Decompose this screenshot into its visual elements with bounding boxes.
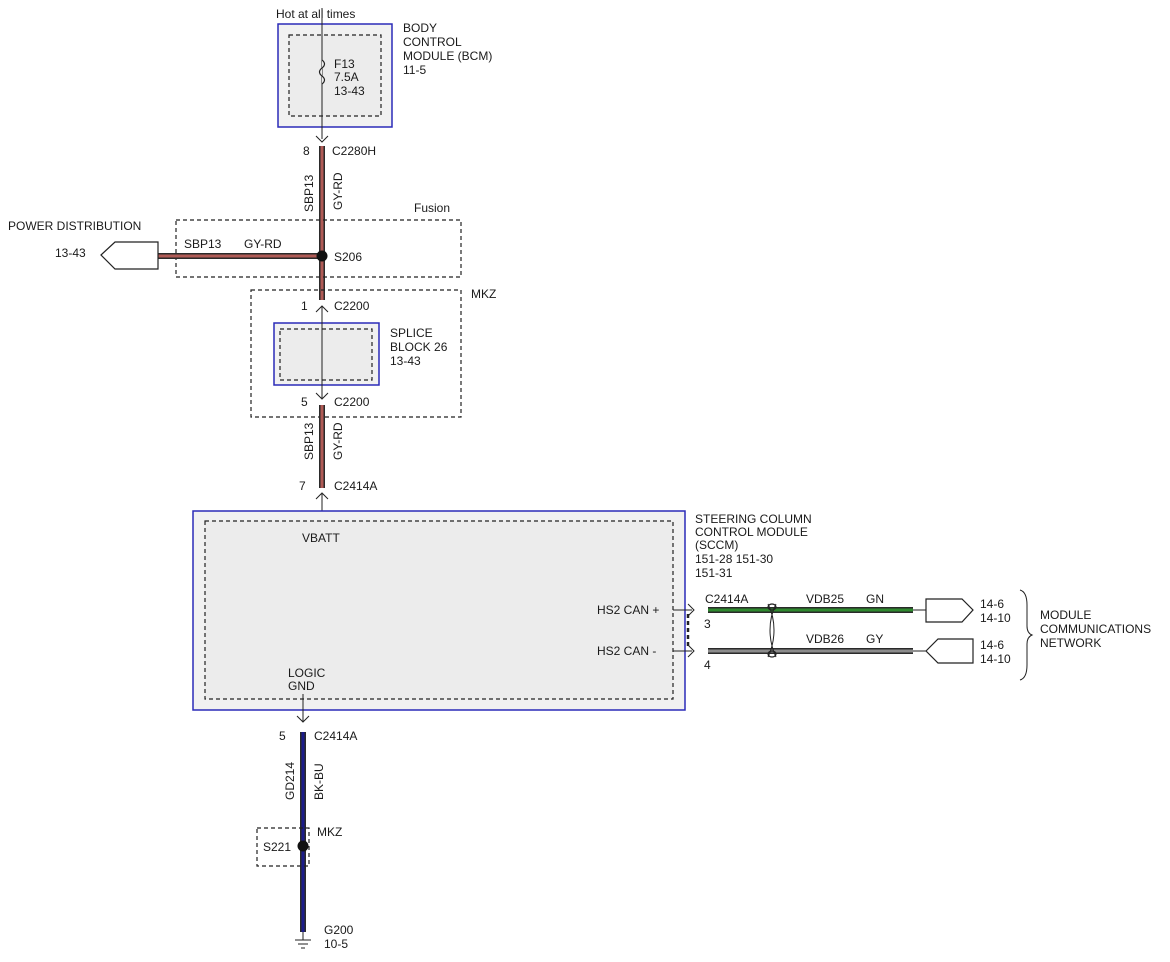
fuse-rating: 7.5A (334, 70, 359, 84)
bcm-title-line2: CONTROL (403, 35, 462, 49)
ground-ref: 10-5 (324, 937, 348, 951)
connector-chevron-can-minus (687, 644, 695, 658)
c2200-label-bottom: C2200 (334, 395, 370, 409)
network-top-ref2: 14-10 (980, 611, 1011, 625)
mkz-label-upper: MKZ (471, 287, 496, 301)
power-distribution-connector (100, 241, 159, 270)
fusion-label: Fusion (414, 201, 450, 215)
network-title-line3: NETWORK (1040, 636, 1101, 650)
sbp13-circuit-horizontal: SBP13 (184, 237, 222, 251)
network-bottom-ref1: 14-6 (980, 638, 1004, 652)
gd214-circuit: GD214 (283, 762, 297, 800)
ground-icon (295, 932, 311, 949)
vdb25-circuit: VDB25 (806, 592, 844, 606)
bcm-page-ref: 11-5 (403, 63, 426, 77)
c2200-label-top: C2200 (334, 299, 370, 313)
sccm-title-line3: (SCCM) (695, 538, 738, 552)
vdb26-color: GY (866, 632, 883, 646)
bcm-title-line3: MODULE (BCM) (403, 49, 492, 63)
connector-chevron-c2200-bottom (315, 392, 329, 400)
connector-chevron-c2414a-vbatt (315, 492, 329, 500)
c2414a-pin-canp: 3 (704, 617, 711, 631)
c2414a-pin-vbatt: 7 (299, 479, 306, 493)
sccm-title-line2: CONTROL MODULE (695, 525, 808, 539)
sbp13-circuit-upper: SBP13 (302, 174, 316, 212)
hot-at-all-times-label: Hot at all times (276, 7, 355, 21)
sccm-hs2-can-minus: HS2 CAN - (597, 644, 656, 658)
c2200-pin-bottom: 5 (301, 395, 308, 409)
c2414a-pin-gnd: 5 (279, 729, 286, 743)
sccm-inner-box (204, 520, 674, 700)
sccm-logic-line2: GND (288, 679, 315, 693)
c2414a-label-can: C2414A (705, 592, 748, 606)
network-title-line2: COMMUNICATIONS (1040, 622, 1151, 636)
sbp13-color-horizontal: GY-RD (244, 237, 282, 251)
c2414a-pin-canm: 4 (704, 658, 711, 672)
sccm-vbatt-label: VBATT (302, 531, 340, 545)
bcm-title-line1: BODY (403, 21, 437, 35)
power-distribution-title: POWER DISTRIBUTION (8, 219, 141, 233)
splice-s206-label: S206 (334, 250, 362, 264)
mkz-ground-option-box (256, 827, 310, 867)
twisted-pair-icon (767, 603, 777, 658)
sccm-hs2-can-plus: HS2 CAN + (597, 603, 659, 617)
ground-name: G200 (324, 923, 354, 937)
c2414a-label-gnd: C2414A (314, 729, 357, 743)
network-connector-bottom (925, 638, 974, 664)
connector-chevron-c2414a-gnd (296, 715, 310, 723)
fusion-option-box (175, 219, 462, 278)
c2280h-label: C2280H (332, 144, 376, 158)
bcm-module: Hot at all times F13 7.5A 13-43 BODY CON… (276, 7, 492, 139)
mkz-label-lower: MKZ (317, 825, 342, 839)
network-bottom-ref2: 14-10 (980, 652, 1011, 666)
network-top-ref1: 14-6 (980, 597, 1004, 611)
mkz-option-box (250, 289, 462, 418)
connector-chevron-c2280h (315, 135, 329, 143)
fuse-icon (318, 59, 326, 85)
vdb26-circuit: VDB26 (806, 632, 844, 646)
splice-dot-s206 (316, 250, 328, 262)
splice-block-ref: 13-43 (390, 354, 421, 368)
c2200-pin-top: 1 (301, 299, 308, 313)
sbp13-color-lower: GY-RD (331, 422, 345, 460)
sccm-refs-line2: 151-31 (695, 566, 733, 580)
splice-block-26-inner (279, 328, 373, 381)
sbp13-circuit-lower: SBP13 (302, 422, 316, 460)
network-title-line1: MODULE (1040, 608, 1091, 622)
network-brace (1019, 589, 1034, 681)
fuse-ref: 13-43 (334, 84, 365, 98)
c2414a-label-vbatt: C2414A (334, 479, 377, 493)
connector-chevron-can-plus (687, 603, 695, 617)
splice-block-title-line2: BLOCK 26 (390, 340, 448, 354)
fuse-name: F13 (334, 57, 355, 71)
splice-dot-s221 (297, 840, 309, 852)
c2280h-pin: 8 (303, 144, 310, 158)
bcm-inner-box (288, 34, 382, 117)
sbp13-color-upper: GY-RD (331, 172, 345, 210)
splice-block-title-line1: SPLICE (390, 326, 433, 340)
gd214-color: BK-BU (312, 763, 326, 800)
vdb25-color: GN (866, 592, 884, 606)
sccm-title-line1: STEERING COLUMN (695, 512, 812, 526)
splice-s221-label: S221 (263, 840, 291, 854)
sccm-refs-line1: 151-28 151-30 (695, 552, 773, 566)
sccm-logic-line1: LOGIC (288, 666, 326, 680)
network-connector-top (925, 598, 974, 623)
power-distribution-ref: 13-43 (55, 246, 86, 260)
